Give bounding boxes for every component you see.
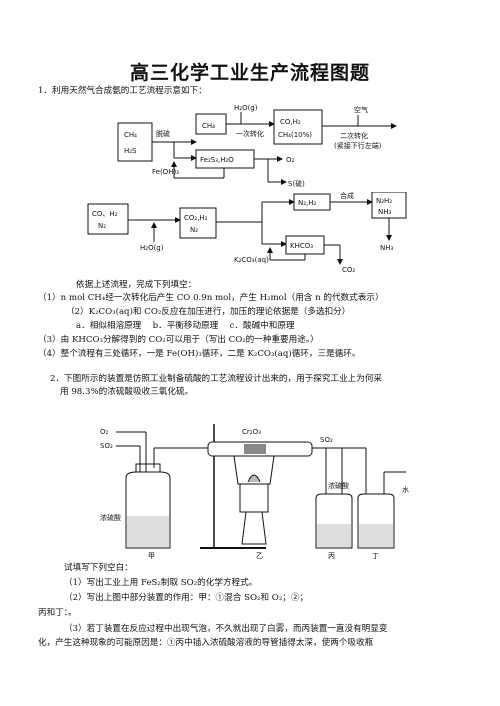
q2-sub3-line1: （3）若丁装置在反应过程中出现气泡，不久就出现了白雾，而丙装置一直没有明显变	[64, 624, 388, 634]
label-desulf: 脱硫	[156, 129, 170, 138]
text-co-h2: CO、H₂	[92, 210, 118, 218]
label-air: 空气	[354, 105, 368, 114]
text-ch4: CH₄	[124, 131, 137, 139]
text-nh3: NH₃	[378, 208, 392, 216]
label-sulfur: S(硫)	[288, 179, 305, 188]
text-n2-b: N₂	[190, 226, 198, 234]
text-ch4-b: CH₄	[202, 122, 215, 130]
label-yi: 乙	[256, 552, 263, 560]
label-conc-h2so4-bing: 浓硫酸	[328, 481, 349, 490]
text-ch4-10: CH₄(10%)	[278, 131, 312, 139]
text-co-h2: CO,H₂	[280, 118, 301, 126]
label-k2co3-aq: K₂CO₃(aq)	[234, 256, 269, 264]
q1-sub4: （4）整个流程有三处循环，一是 Fe(OH)₃循环，二是 K₂CO₃(aq)循环…	[38, 349, 361, 359]
label-conc-h2so4-jia: 浓硫酸	[100, 513, 121, 522]
flow-diagram-desulfurization: CH₄ H₂S 脱硫 CH₄ H₂O(g) 一次转化 CO,H₂ CH₄(10%…	[117, 104, 397, 188]
box-ch4-h2s	[117, 122, 153, 162]
text-h2s: H₂S	[124, 147, 137, 155]
text-khco3: KHCO₃	[290, 242, 313, 250]
label-water: 水	[402, 485, 409, 494]
q2-sub2: （2）写出上图中部分装置的作用：甲：①混合 SO₂和 O₂；②；	[64, 593, 309, 603]
q1-sub2-options: a．相似相溶原理 b．平衡移动原理 c．酸碱中和原理	[76, 321, 295, 331]
label-second-conversion: 二次转化	[340, 131, 368, 140]
q2-prompt: 试填写下列空白：	[64, 563, 133, 573]
label-h2o-g: H₂O(g)	[234, 104, 258, 112]
q2-sub2-cont: 丙和丁：。	[38, 608, 77, 618]
box-co2-h2-n2	[179, 207, 217, 239]
box-co-h2-n2	[87, 203, 129, 235]
label-o2: O₂	[286, 156, 295, 164]
text-co2-h2: CO₂,H₂	[184, 214, 208, 222]
text-n2: N₂	[98, 222, 106, 230]
label-cr2o3: Cr₂O₃	[242, 428, 261, 436]
label-first-conversion: 一次转化	[236, 129, 264, 138]
q1-sub2: （2）K₂CO₃(aq)和 CO₂反应在加压进行，加压的理论依据是（多选扣分）	[66, 307, 351, 317]
label-h2o-g-2: H₂O(g)	[140, 244, 164, 252]
q2-sub1: （1）写出工业上用 FeS₂制取 SO₂的化学方程式。	[64, 578, 258, 588]
q2-intro-line2: 用 98.3%的浓硫酸吸收三氧化硫。	[60, 387, 194, 397]
label-synthesis: 合成	[340, 192, 354, 200]
q2-sub3-line2: 化，产生这种现象的可能原因是：①丙中插入浓硫酸溶液的导管插得太深，使两个吸收瓶	[38, 638, 374, 648]
q2-intro-line1: 2．下图所示的装置是仿照工业制备硫酸的工艺流程设计出来的，用于探究工业上为何采	[50, 374, 383, 384]
flow-diagram-ammonia-synthesis: CO、H₂ N₂ H₂O(g) CO₂,H₂ N₂ N₂,H₂ 合成 N₂H₂ …	[87, 192, 407, 274]
text-n2h2: N₂,H₂	[298, 199, 317, 207]
label-feoh3: Fe(OH)₃	[152, 168, 179, 176]
label-co2: CO₂	[342, 266, 355, 274]
q1-sub1: （1）n mol CH₄经一次转化后产生 CO 0.9n mol，产生 H₂mo…	[38, 293, 384, 303]
q1-sub3: （3）由 KHCO₃分解得到的 CO₂可以用于（写出 CO₂的一种重要用途。）	[38, 335, 319, 345]
box-co-h2	[273, 109, 323, 145]
text-fe2s3: Fe₂S₃,H₂O	[200, 156, 234, 164]
box-n2h2-nh3	[371, 192, 407, 219]
label-bing: 丙	[328, 552, 335, 560]
label-so2-inlet: SO₂	[100, 442, 113, 450]
label-continue-next-line: (紧接下行左端)	[334, 141, 382, 150]
q1-intro: 1．利用天然气合成氨的工艺流程示意如下：	[38, 86, 207, 96]
label-nh3: NH₃	[380, 244, 394, 252]
label-so2-outlet: SO₂	[320, 436, 333, 444]
label-o2-inlet: O₂	[100, 428, 109, 436]
label-ding: 丁	[372, 552, 379, 560]
q1-prompt: 依据上述流程，完成下列填空：	[76, 280, 197, 290]
sulfuric-acid-apparatus: O₂ SO₂ Cr₂O₃ SO₂ 浓硫酸 甲 乙 丙 浓硫酸 丁 水	[100, 424, 409, 560]
label-jia: 甲	[148, 552, 155, 560]
page-title: 高三化学工业生产流程图题	[129, 62, 370, 84]
text-n2h2-b: N₂H₂	[376, 197, 392, 205]
